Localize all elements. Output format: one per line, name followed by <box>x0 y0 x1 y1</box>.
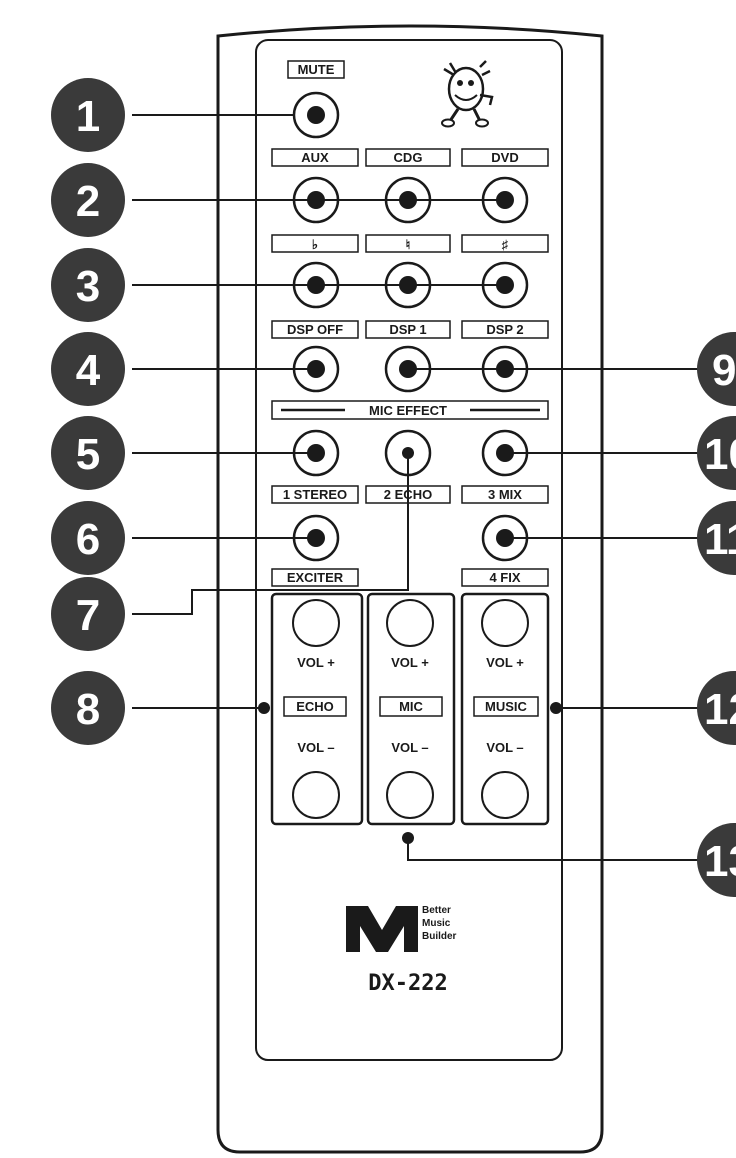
callout-label: 8 <box>76 685 100 734</box>
label-box-mic-group <box>379 696 443 717</box>
mascot-icon <box>441 60 494 128</box>
mix-label: 3 MIX <box>488 487 522 502</box>
callout-marker <box>51 332 125 406</box>
brand-name-line-1: Better <box>422 905 451 916</box>
stereo-label: 1 STEREO <box>283 487 347 502</box>
label-box-music-group <box>473 696 539 717</box>
label-box-mix <box>461 485 549 504</box>
leader-dot-12 <box>550 702 562 714</box>
music-vol-down-button[interactable] <box>481 771 529 819</box>
label-box-exciter <box>271 568 359 587</box>
label-box-dsp-2 <box>461 320 549 339</box>
callout-label: 12 <box>704 685 736 734</box>
dsp-1-label: DSP 1 <box>389 322 426 337</box>
label-box-flat <box>271 234 359 253</box>
natural-label: ♮ <box>406 237 411 252</box>
callout-marker <box>51 671 125 745</box>
mute-label: MUTE <box>298 62 335 77</box>
mic-vol-up-button[interactable] <box>386 599 434 647</box>
mic-vol-up-label: VOL + <box>391 655 429 670</box>
label-box-cdg <box>365 148 451 167</box>
callout-marker <box>697 416 736 490</box>
echo-vol-down-label: VOL – <box>297 740 334 755</box>
echo-group-label: ECHO <box>296 699 334 714</box>
callout-marker <box>697 671 736 745</box>
echo-vol-up-button[interactable] <box>292 599 340 647</box>
music-vol-up-button[interactable] <box>481 599 529 647</box>
callout-label: 4 <box>76 346 101 395</box>
dvd-label: DVD <box>491 150 518 165</box>
callout-label: 9 <box>712 346 736 395</box>
remote-faceplate <box>255 39 563 1061</box>
dsp-2-label: DSP 2 <box>486 322 523 337</box>
callout-label: 3 <box>76 262 100 311</box>
callout-marker <box>697 332 736 406</box>
music-volume-group <box>460 592 550 826</box>
mic-vol-down-button[interactable] <box>386 771 434 819</box>
label-box-dsp-off <box>271 320 359 339</box>
brand-name-line-3: Builder <box>422 931 457 942</box>
mic-vol-down-label: VOL – <box>391 740 428 755</box>
mic-group-label: MIC <box>399 699 423 714</box>
callout-marker <box>697 823 736 897</box>
callout-marker <box>51 163 125 237</box>
exciter-label: EXCITER <box>287 570 344 585</box>
callout-marker <box>51 78 125 152</box>
sharp-label: ♯ <box>502 237 509 252</box>
leader-dot-8 <box>258 702 270 714</box>
echo-vol-up-label: VOL + <box>297 655 335 670</box>
aux-label: AUX <box>301 150 329 165</box>
music-vol-down-label: VOL – <box>486 740 523 755</box>
callout-label: 6 <box>76 515 100 564</box>
callout-label: 7 <box>76 591 100 640</box>
remote-body <box>216 24 604 1154</box>
dsp-off-label: DSP OFF <box>287 322 343 337</box>
mic-effect-header: MIC EFFECT <box>369 403 447 418</box>
callout-marker <box>697 501 736 575</box>
brand-name-line-2: Music <box>422 918 451 929</box>
cdg-label: CDG <box>394 150 423 165</box>
label-box-dsp-1 <box>365 320 451 339</box>
leader-lines <box>132 114 700 861</box>
echo-vol-down-button[interactable] <box>292 771 340 819</box>
label-box-stereo <box>271 485 359 504</box>
brand-logo: Better Music Builder <box>346 905 457 952</box>
brand-logo-mark <box>346 906 418 952</box>
callout-label: 10 <box>704 430 736 479</box>
callout-marker <box>51 248 125 322</box>
callout-label: 1 <box>76 92 100 141</box>
music-vol-up-label: VOL + <box>486 655 524 670</box>
callout-marker <box>51 577 125 651</box>
callout-label: 11 <box>704 515 736 564</box>
music-group-label: MUSIC <box>485 699 528 714</box>
mute-button[interactable] <box>292 91 340 139</box>
label-box-dvd <box>461 148 549 167</box>
callout-label: 13 <box>704 837 736 886</box>
callout-label: 2 <box>76 177 100 226</box>
callout-marker <box>51 416 125 490</box>
mic-volume-group <box>366 592 456 826</box>
mic-effect-header-box <box>271 400 549 420</box>
callout-marker <box>51 501 125 575</box>
label-box-aux <box>271 148 359 167</box>
label-box-natural <box>365 234 451 253</box>
label-box-fix <box>461 568 549 587</box>
fix-label: 4 FIX <box>489 570 520 585</box>
label-box-mute <box>287 60 345 79</box>
label-box-sharp <box>461 234 549 253</box>
flat-label: ♭ <box>312 237 318 252</box>
model-name: DX-222 <box>368 971 447 996</box>
label-box-echo-group <box>283 696 347 717</box>
callout-label: 5 <box>76 430 100 479</box>
echo-volume-group <box>270 592 364 826</box>
leader-dot-13 <box>402 832 414 844</box>
